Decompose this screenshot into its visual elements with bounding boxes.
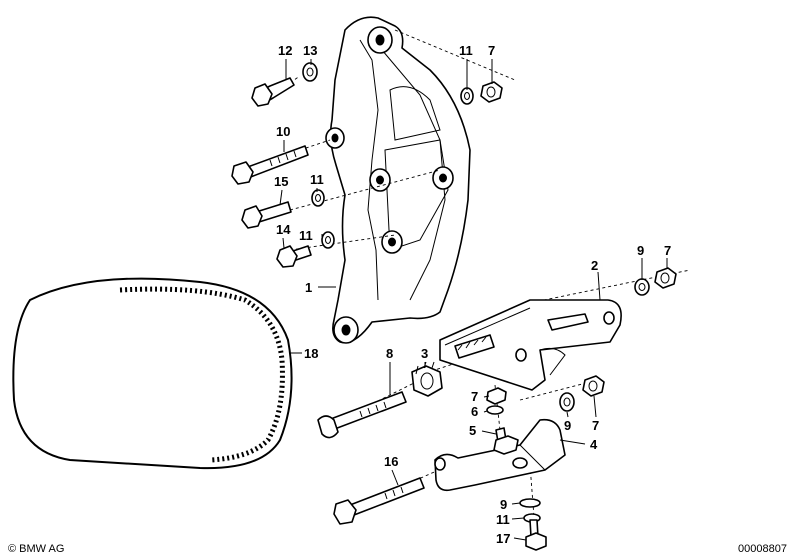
main-bracket (325, 16, 471, 344)
bolt-12 (251, 77, 295, 107)
callout-11-mid: 11 (310, 172, 324, 187)
callout-12: 12 (278, 43, 292, 58)
bolt-16 (333, 477, 425, 525)
callout-8: 8 (386, 346, 393, 361)
callout-11-bottom: 11 (496, 512, 510, 527)
washer-6 (486, 405, 504, 415)
washer-11-mid (311, 189, 325, 207)
callout-7-right: 7 (664, 243, 671, 258)
washer-11-low (321, 231, 335, 249)
bolt-8 (317, 391, 407, 439)
leader-lines (279, 59, 668, 541)
stud-5 (493, 427, 519, 455)
bracket-2 (439, 299, 622, 391)
callout-7-low: 7 (592, 418, 599, 433)
washer-9-mid (559, 392, 575, 412)
callout-18: 18 (304, 346, 318, 361)
bolt-17 (525, 519, 547, 551)
washer-11-top (460, 87, 474, 105)
callout-11-top: 11 (459, 43, 473, 58)
callout-9-bottom: 9 (500, 497, 507, 512)
callout-13: 13 (303, 43, 317, 58)
callout-7-mid: 7 (471, 389, 478, 404)
nut-7-right (654, 267, 677, 289)
diagram-number: 00008807 (738, 543, 787, 555)
callout-16: 16 (384, 454, 398, 469)
callout-7-top: 7 (488, 43, 495, 58)
tensioner-3 (411, 361, 443, 397)
callout-4: 4 (590, 437, 598, 452)
nut-7-low (582, 375, 605, 397)
callout-14: 14 (276, 222, 291, 237)
callout-9-right: 9 (637, 243, 644, 258)
callout-3: 3 (421, 346, 428, 361)
callout-labels: 12 13 11 7 10 15 11 14 11 1 2 9 7 18 8 3… (274, 43, 671, 546)
bolt-15 (241, 201, 292, 229)
bolt-14 (276, 245, 312, 268)
callout-2: 2 (591, 258, 598, 273)
callout-15: 15 (274, 174, 288, 189)
ribbed-belt-18 (12, 277, 293, 470)
callout-17: 17 (496, 531, 510, 546)
callout-5: 5 (469, 423, 476, 438)
callout-6: 6 (471, 404, 478, 419)
callout-11-low: 11 (299, 228, 313, 243)
washer-13 (302, 62, 318, 82)
washer-9-right (634, 278, 650, 296)
bolt-10 (231, 145, 309, 185)
callout-10: 10 (276, 124, 290, 139)
bracket-4 (434, 418, 566, 492)
copyright-text: © BMW AG (8, 543, 64, 555)
washer-9-bottom (519, 498, 541, 508)
nut-7-mid (486, 387, 507, 405)
nut-7-top (480, 81, 503, 103)
callout-9-mid: 9 (564, 418, 571, 433)
callout-1: 1 (305, 280, 312, 295)
